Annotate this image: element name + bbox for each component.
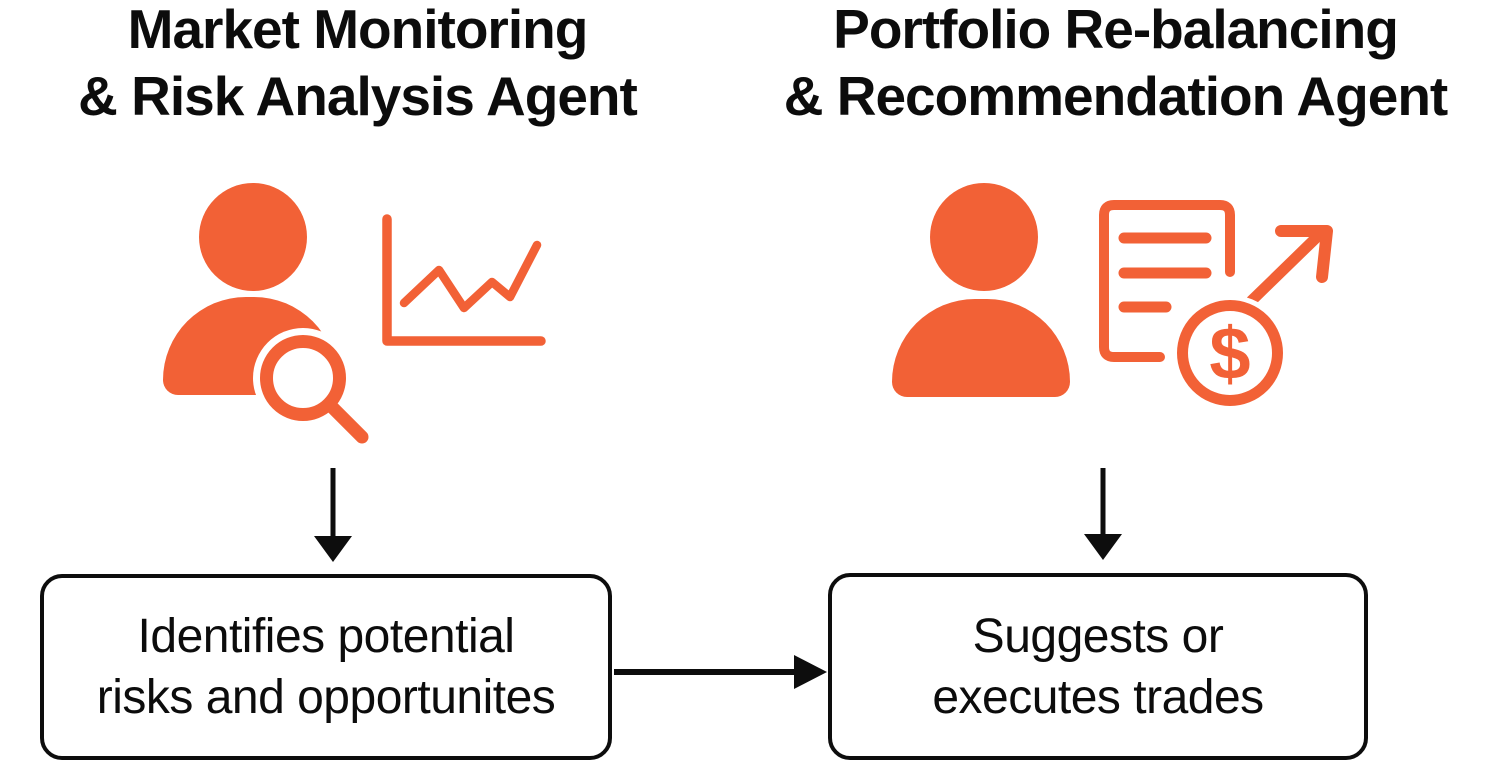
down-arrow-right: [1084, 468, 1122, 560]
dollar-sign: $: [1209, 311, 1251, 395]
dollar-coin-icon: [1172, 295, 1288, 411]
left-result-box: Identifies potential risks and opportuni…: [40, 574, 612, 760]
right-agent-title-line1: Portfolio Re-balancing: [833, 0, 1399, 60]
right-result-box: Suggests or executes trades: [828, 573, 1368, 760]
right-agent-title: Portfolio Re-balancing & Recommendation …: [783, 0, 1449, 130]
magnifier-icon: [253, 328, 377, 452]
right-result-line2: executes trades: [932, 670, 1264, 724]
left-agent-title-line1: Market Monitoring: [127, 0, 589, 60]
line-chart-icon: [382, 214, 546, 346]
left-result-line1: Identifies potential: [137, 610, 515, 663]
right-agent-title-line2: & Recommendation Agent: [783, 65, 1449, 127]
left-result-line2: risks and opportunites: [96, 671, 556, 724]
left-agent-title-line2: & Risk Analysis Agent: [78, 65, 638, 127]
down-arrow-left: [314, 468, 352, 562]
person-icon: [930, 183, 1038, 291]
left-box-to-right-box-arrow: [614, 655, 827, 689]
person-icon: [199, 183, 307, 291]
document-icon: [1099, 200, 1235, 362]
trend-up-arrow-icon: [1233, 226, 1328, 319]
right-result-line1: Suggests or: [972, 609, 1224, 663]
trend-up-arrow-head: [1275, 225, 1333, 283]
left-agent-title: Market Monitoring & Risk Analysis Agent: [30, 0, 685, 130]
